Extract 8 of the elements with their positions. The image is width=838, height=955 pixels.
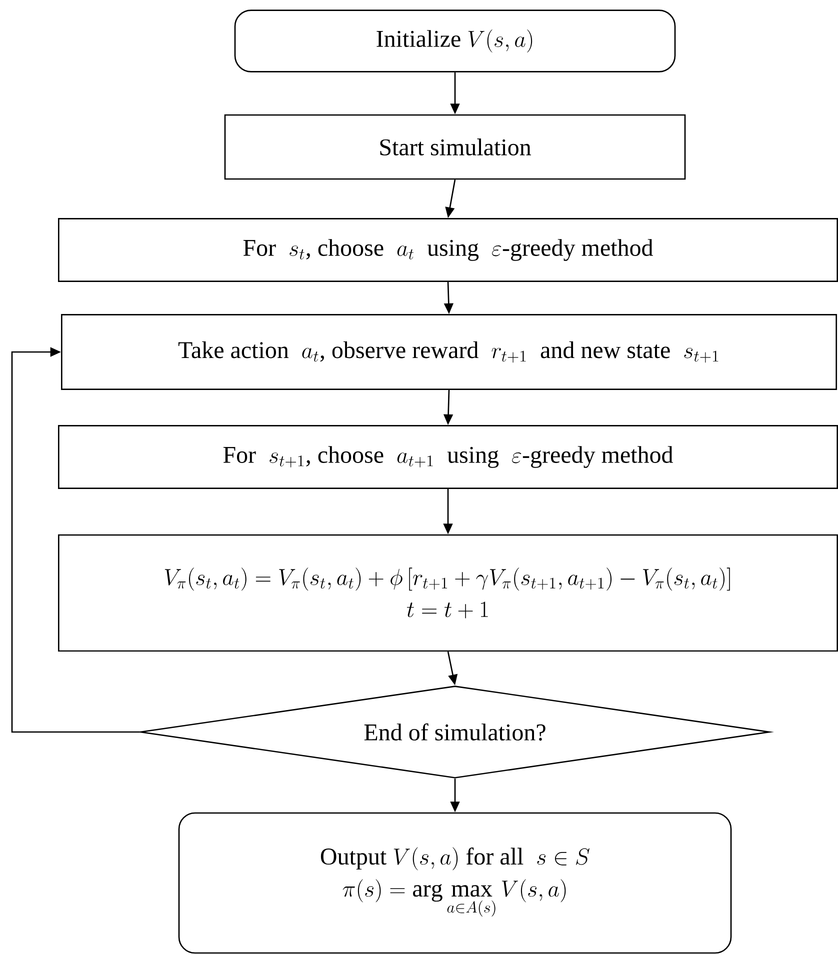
terminal-box: $\text{Initialize } V(s,a)$ bbox=[234, 10, 676, 72]
process-box: $\text{For }\; s_{t+1}\text{, choose }\; a_{t+1}\;\text{ using }\; \varepsilon\text{-greedy method}$ bbox=[58, 425, 838, 489]
terminal-box: $\text{Output } V(s,a)\text{ for all }\; s\in S$ $\pi(s)=\arg\max_{a\in A(s)} V(s,a)$ bbox=[178, 812, 732, 954]
process-box: $V_\pi(s_t,a_t)=V_\pi(s_t,a_t)+\phi\left[r_{t+1}+\gamma V_\pi(s_{t+1},a_{t+1})-V_\pi(s_t,a_t)\right]$ $t=t+1$ bbox=[58, 534, 838, 652]
process-box: $\text{For }\; s_t\text{, choose }\; a_t\;\text{ using }\; \varepsilon\text{-greedy method}$ bbox=[58, 218, 838, 282]
process-box: Start simulation bbox=[224, 114, 686, 180]
arrow bbox=[11, 347, 140, 733]
process-box: $\text{Take action }\; a_t\text{, observe reward }\; r_{t+1}\;\text{ and new state }\; s_{t+1}$ bbox=[61, 314, 838, 390]
